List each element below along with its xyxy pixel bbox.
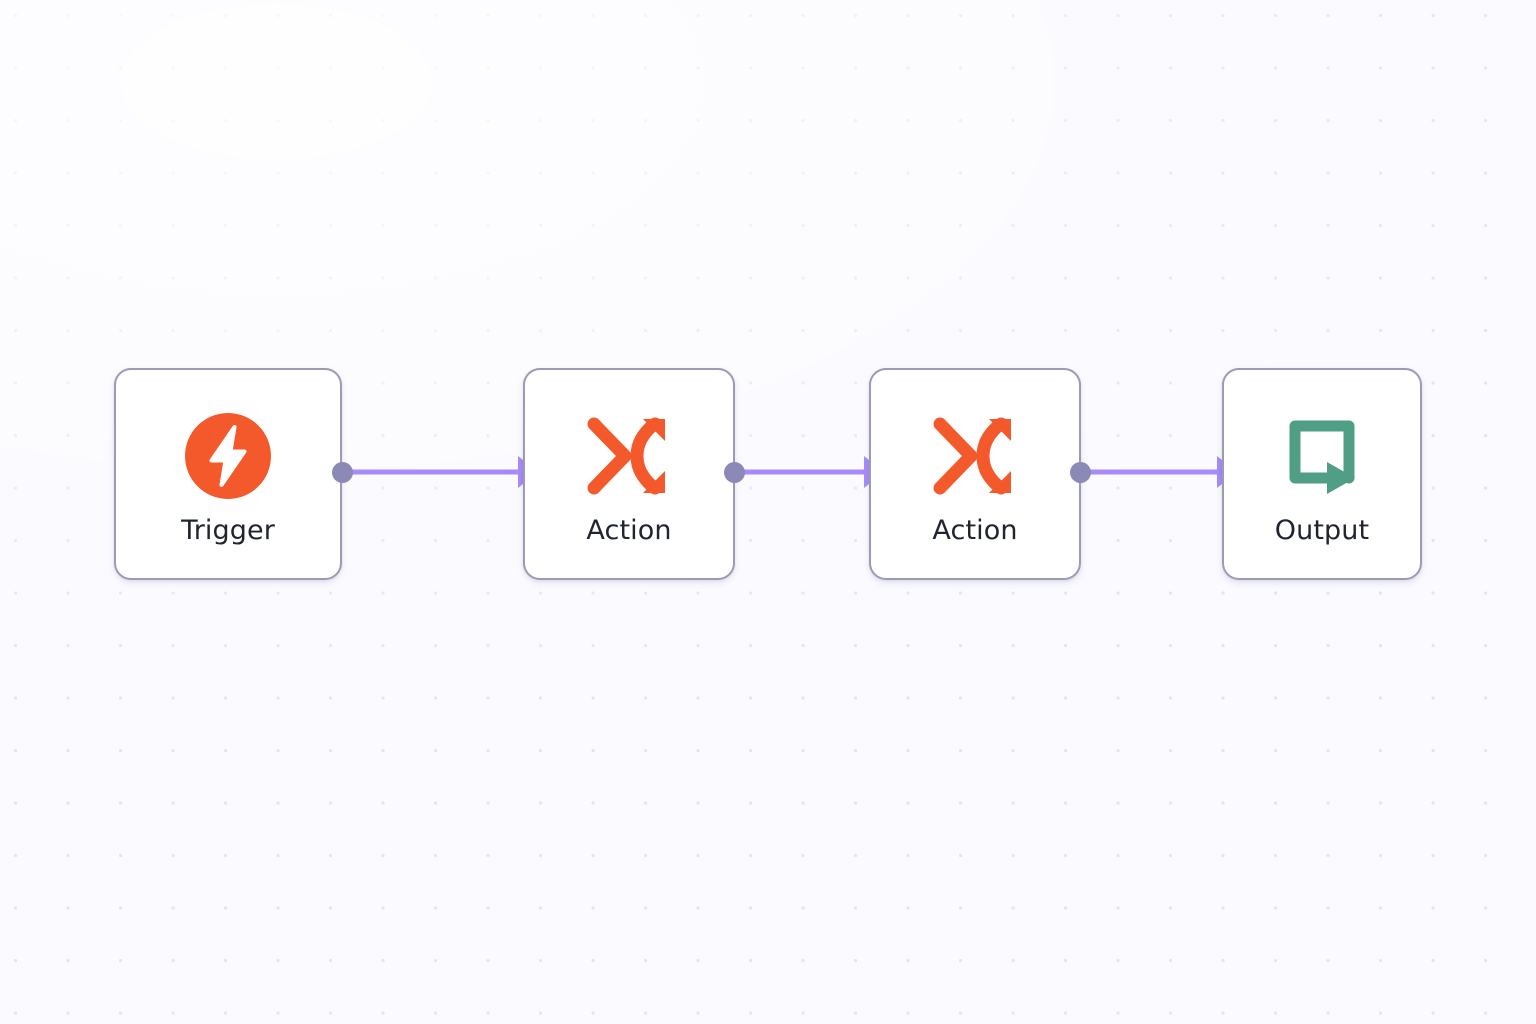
shuffle-icon	[928, 409, 1022, 503]
node-label-action-1: Action	[586, 514, 672, 546]
shuffle-icon	[582, 409, 676, 503]
output-box-arrow-icon	[1275, 409, 1369, 503]
node-label-trigger: Trigger	[181, 514, 275, 546]
node-output[interactable]: Output	[1222, 368, 1422, 580]
edge-action1-action2[interactable]	[735, 456, 884, 488]
node-trigger[interactable]: Trigger	[114, 368, 342, 580]
node-action-1[interactable]: Action	[523, 368, 735, 580]
edge-action2-output[interactable]	[1081, 456, 1237, 488]
node-label-action-2: Action	[932, 514, 1018, 546]
node-action-2[interactable]: Action	[869, 368, 1081, 580]
edge-trigger-action1[interactable]	[343, 456, 538, 488]
node-label-output: Output	[1274, 514, 1370, 546]
source-handle-action-1[interactable]	[724, 462, 745, 483]
lightning-bolt-circle-icon	[181, 409, 275, 503]
source-handle-action-2[interactable]	[1070, 462, 1091, 483]
source-handle-trigger[interactable]	[332, 462, 353, 483]
